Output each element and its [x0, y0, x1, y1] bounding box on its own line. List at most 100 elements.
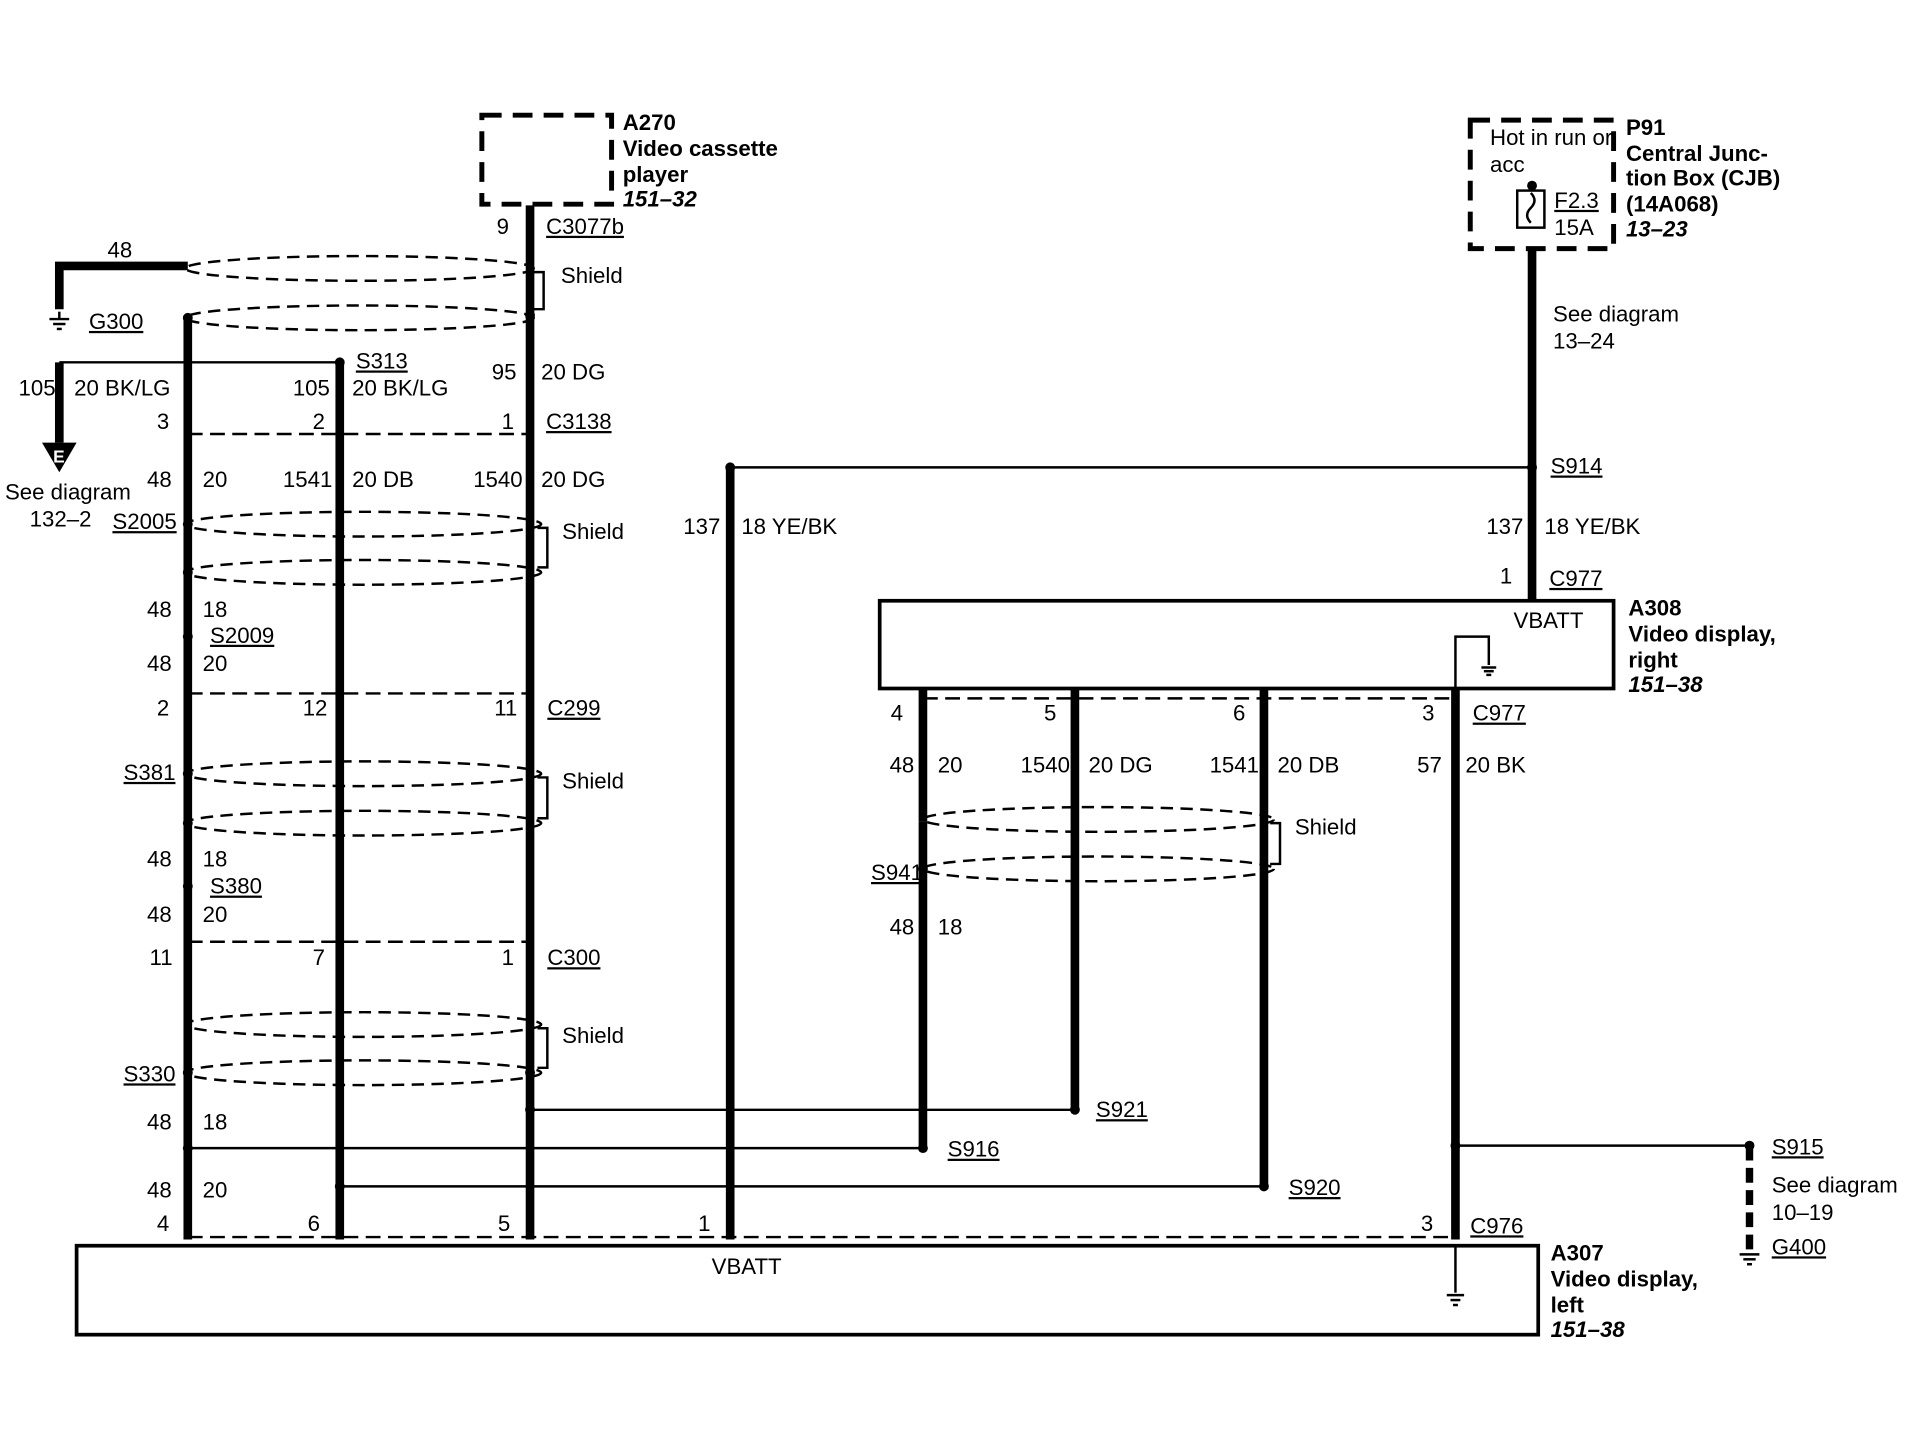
a308-ref: 151–38: [1628, 672, 1703, 697]
label-right-20dg: 20 DG: [1088, 753, 1152, 778]
wire-g300-branch: [54, 261, 188, 310]
ground-g300: G300: [89, 309, 143, 334]
label-right-1541: 1541: [1210, 753, 1259, 778]
offpage-arrow-icon: [42, 442, 77, 473]
connector-c300: C300: [547, 945, 600, 970]
connector-c299: C299: [547, 696, 600, 721]
label-48-e: 48: [147, 902, 172, 927]
c299-pin-2: 2: [157, 696, 169, 721]
splice-s2009: S2009: [210, 623, 274, 648]
label-right-48-b: 48: [890, 914, 915, 939]
label-right-20db: 20 DB: [1278, 753, 1340, 778]
p91-name-line2: tion Box (CJB): [1626, 166, 1780, 191]
p91-hot-line1: Hot in run or: [1490, 125, 1613, 150]
connector-c3077b: C3077b: [546, 214, 624, 239]
label-137-b: 137: [1486, 514, 1523, 539]
a307-name-line1: Video display,: [1551, 1266, 1698, 1291]
label-137-a: 137: [683, 514, 720, 539]
splice-s915: S915: [1772, 1134, 1824, 1159]
g400-ground-icon: [1739, 1253, 1760, 1266]
see-diagram-1019-line1: See diagram: [1772, 1173, 1898, 1198]
p91-hot-line2: acc: [1490, 152, 1525, 177]
a307-ref: 151–38: [1551, 1317, 1626, 1342]
fuse-id: F2.3: [1554, 188, 1598, 213]
label-48-a: 48: [147, 467, 172, 492]
c3138-pin-2: 2: [313, 409, 325, 434]
fuse-icon: [1515, 180, 1546, 229]
label-20-a: 20: [203, 467, 228, 492]
label-right-18: 18: [938, 914, 963, 939]
connector-c976: C976: [1470, 1213, 1523, 1238]
shield-label-5: Shield: [1295, 814, 1357, 839]
shield-label-1: Shield: [561, 263, 623, 288]
ground-g400: G400: [1772, 1234, 1826, 1259]
c976-pin-5: 5: [498, 1211, 510, 1236]
label-20db-a: 20 DB: [352, 467, 414, 492]
c976-pin-3: 3: [1421, 1211, 1433, 1236]
label-20bklg-b: 20 BK/LG: [352, 376, 448, 401]
label-48-c: 48: [147, 651, 172, 676]
label-18yebk-a: 18 YE/BK: [741, 514, 837, 539]
connector-c977-top: C977: [1549, 566, 1602, 591]
c977-pin-4: 4: [891, 701, 903, 726]
c976-pin-1: 1: [698, 1211, 710, 1236]
a270-name-line1: Video cassette: [623, 136, 778, 161]
label-18-c: 18: [203, 1110, 228, 1135]
splice-s330: S330: [124, 1061, 176, 1086]
splice-s920: S920: [1289, 1175, 1341, 1200]
splice-s914: S914: [1551, 454, 1603, 479]
p91-ref: 13–23: [1626, 216, 1688, 241]
a270-pin-9: 9: [497, 214, 509, 239]
label-right-57: 57: [1417, 753, 1442, 778]
label-20-d: 20: [203, 1178, 228, 1203]
splice-s2005: S2005: [112, 509, 176, 534]
a270-id: A270: [623, 110, 676, 135]
g300-circuit-label: 48: [107, 237, 132, 262]
splice-s916: S916: [948, 1137, 1000, 1162]
p91-component-box: [1467, 117, 1617, 252]
label-95: 95: [492, 360, 517, 385]
c976-pin-6: 6: [308, 1211, 320, 1236]
shield-2: [182, 510, 549, 586]
c3138-pin-3: 3: [157, 409, 169, 434]
see-diagram-1324-line2: 13–24: [1553, 329, 1615, 354]
see-diagram-132-line2: 132–2: [30, 507, 92, 532]
c299-pin-12: 12: [303, 696, 328, 721]
p91-id: P91: [1626, 115, 1666, 140]
shield-5: [917, 805, 1282, 883]
a270-name-line2: player: [623, 162, 689, 187]
label-48-f: 48: [147, 1110, 172, 1135]
c976-pin-4: 4: [157, 1211, 169, 1236]
label-right-48: 48: [890, 753, 915, 778]
connector-c977-bottom: C977: [1473, 701, 1526, 726]
p91-name-line1: Central Junc-: [1626, 141, 1768, 166]
label-20bklg-a: 20 BK/LG: [74, 376, 170, 401]
see-diagram-132-line1: See diagram: [5, 479, 131, 504]
a307-ground-icon: [1446, 1245, 1465, 1307]
label-1541-a: 1541: [283, 467, 332, 492]
a307-name-line2: left: [1551, 1292, 1585, 1317]
a308-name-line2: right: [1628, 647, 1678, 672]
offpage-letter: E: [53, 446, 65, 466]
c977-pin-6: 6: [1233, 701, 1245, 726]
a308-id: A308: [1628, 596, 1681, 621]
fuse-rating: 15A: [1554, 215, 1594, 240]
see-diagram-1019-line2: 10–19: [1772, 1200, 1834, 1225]
a308-vbatt: VBATT: [1514, 608, 1584, 633]
label-18-b: 18: [203, 846, 228, 871]
splice-s381: S381: [124, 760, 176, 785]
splice-s2009-dot: [182, 631, 193, 642]
c300-pin-1: 1: [502, 945, 514, 970]
shield-label-3: Shield: [562, 769, 624, 794]
c300-pin-11: 11: [149, 945, 172, 970]
see-diagram-1324-line1: See diagram: [1553, 302, 1679, 327]
p91-name-line3: (14A068): [1626, 192, 1719, 217]
label-48-g: 48: [147, 1178, 172, 1203]
a270-component-box: [479, 112, 615, 207]
shield-4: [182, 1010, 549, 1087]
label-48-d: 48: [147, 846, 172, 871]
label-18-a: 18: [203, 597, 228, 622]
label-20-c: 20: [203, 902, 228, 927]
a308-component-box: [877, 598, 1616, 691]
